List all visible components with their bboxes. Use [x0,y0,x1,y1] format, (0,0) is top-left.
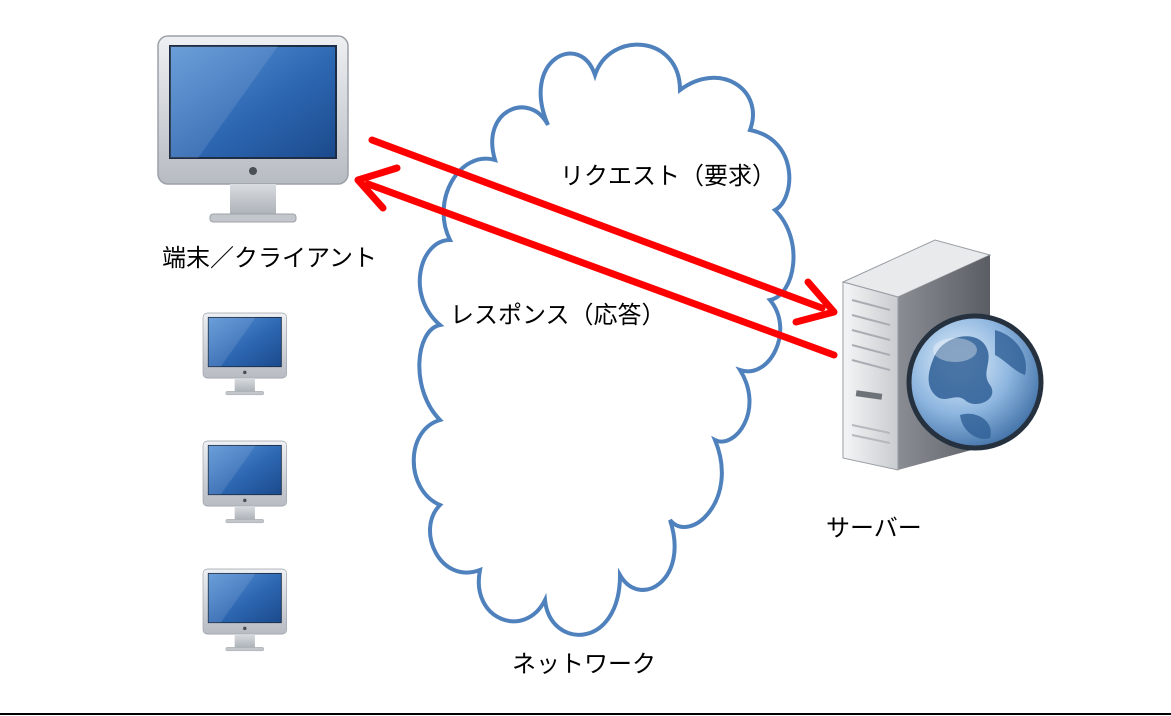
monitor-icon [202,440,288,524]
response-arrow [354,164,838,359]
server-label: サーバー [826,514,922,542]
client-label: 端末／クライアント [162,244,378,272]
network-label: ネットワーク [512,650,656,678]
monitor-icon [202,312,288,396]
monitor-icon [157,35,349,223]
request-label: リクエスト（要求） [560,162,776,190]
network-cloud [411,42,796,637]
globe-icon [906,313,1044,451]
response-label: レスポンス（応答） [450,301,666,329]
monitor-icon [202,568,288,652]
request-arrow [368,136,838,326]
